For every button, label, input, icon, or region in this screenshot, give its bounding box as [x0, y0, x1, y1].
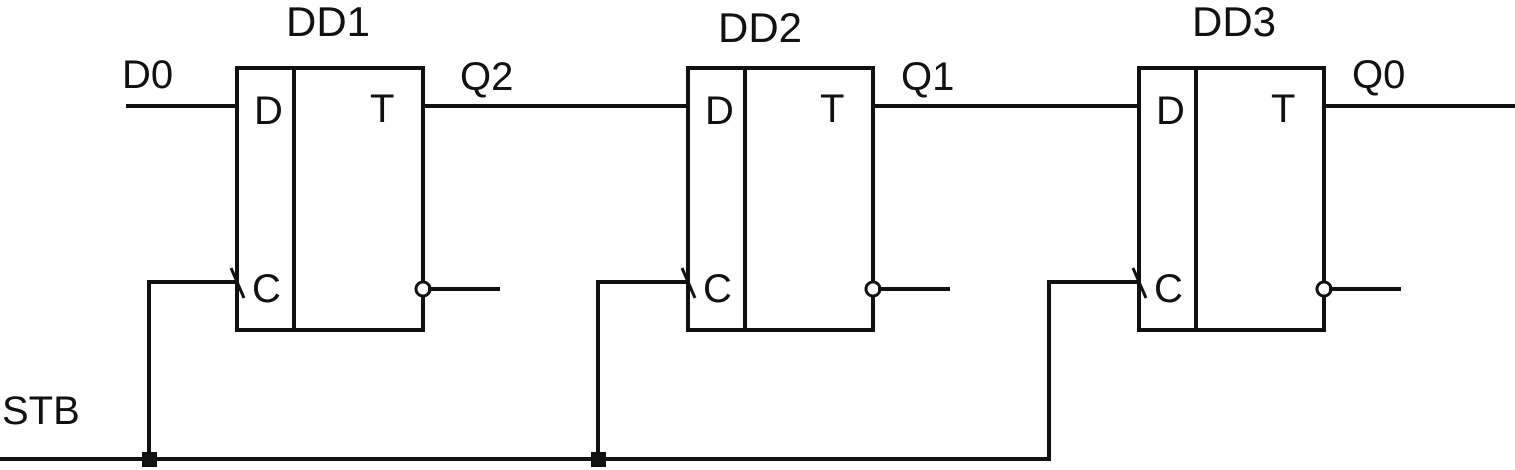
flipflop-dd2: DD2 D T C [680, 4, 950, 332]
flipflop-dd3: DD3 D T C [1131, 0, 1401, 332]
junction-dot-dd2 [591, 452, 606, 467]
flipflop-dd1-body [235, 66, 425, 332]
flipflop-dd3-pin-t: T [1271, 87, 1295, 131]
signal-label-q0: Q0 [1352, 53, 1405, 97]
junction-dot-dd1 [142, 452, 157, 467]
wire-stb-to-dd1-clock [147, 280, 239, 461]
signal-label-q2: Q2 [460, 55, 513, 99]
flipflop-dd3-title: DD3 [1192, 0, 1276, 45]
flipflop-dd2-pin-t: T [820, 87, 844, 131]
flipflop-dd1: DD1 D T C [229, 0, 500, 332]
flipflop-dd1-pin-d: D [254, 89, 283, 133]
signal-label-stb: STB [2, 389, 80, 433]
flipflop-dd2-inverted-output-bubble [864, 280, 882, 298]
flipflop-dd1-pin-t: T [370, 87, 394, 131]
signal-label-d0: D0 [122, 53, 173, 97]
flipflop-dd2-title: DD2 [718, 4, 802, 51]
flipflop-dd2-pin-d: D [705, 89, 734, 133]
flipflop-dd3-pin-d: D [1156, 89, 1185, 133]
flipflop-dd1-title: DD1 [286, 0, 370, 45]
flipflop-dd3-pin-c: C [1154, 267, 1183, 311]
flipflop-dd2-body [686, 66, 875, 332]
flipflop-dd2-pin-c: C [703, 267, 732, 311]
wire-stb-to-dd2-clock [596, 280, 690, 461]
flipflop-dd1-pin-c: C [252, 267, 281, 311]
wire-stb-bus [0, 280, 1141, 461]
flipflop-dd3-inverted-output-bubble [1315, 280, 1333, 298]
flipflop-dd3-body [1137, 66, 1326, 332]
signal-label-q1: Q1 [901, 55, 954, 99]
flipflop-dd1-inverted-output-bubble [414, 280, 432, 298]
